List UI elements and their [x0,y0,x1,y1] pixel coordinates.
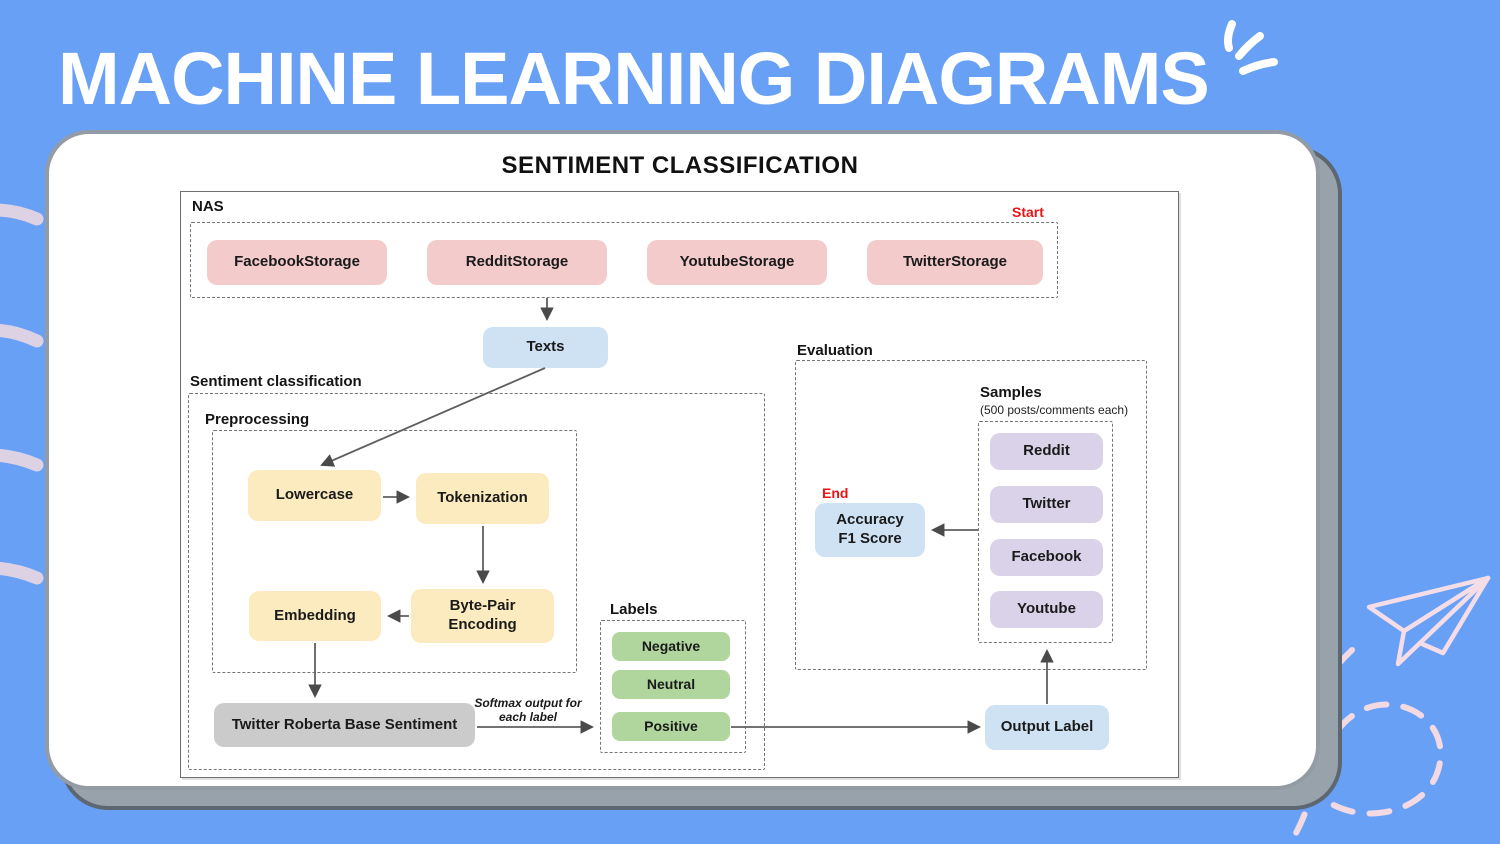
evaluation-group-box [795,360,1147,670]
start-flag: Start [1012,204,1044,220]
node-byte-pair-encoding: Byte-Pair Encoding [411,589,554,643]
node-texts: Texts [483,327,608,368]
node-twitter-storage: TwitterStorage [867,240,1043,285]
preprocessing-group-label: Preprocessing [205,411,310,428]
diagram-frame [180,191,1179,778]
sentiment-group-label: Sentiment classification [190,373,362,390]
node-tokenization: Tokenization [416,473,549,524]
softmax-note: Softmax output for each label [474,696,582,725]
samples-group-box [978,421,1113,643]
node-accuracy-f1: Accuracy F1 Score [815,503,925,557]
nas-group-box [190,222,1058,298]
left-arc-decorations [0,203,44,585]
paper-plane-icon [1366,575,1491,667]
sparkle-icon [1224,20,1278,75]
node-youtube-storage: YoutubeStorage [647,240,827,285]
samples-group-label: Samples [980,384,1042,401]
node-sample-youtube: Youtube [990,591,1103,628]
evaluation-group-label: Evaluation [797,342,873,359]
diagram-title: SENTIMENT CLASSIFICATION [501,152,859,179]
node-sample-reddit: Reddit [990,433,1103,470]
labels-group-box [600,620,746,753]
node-embedding: Embedding [249,591,381,641]
node-facebook-storage: FacebookStorage [207,240,387,285]
node-negative-label: Negative [612,632,730,661]
samples-group-sublabel: (500 posts/comments each) [980,403,1129,417]
page-title: MACHINE LEARNING DIAGRAMS [58,37,1210,120]
nas-group-label: NAS [192,198,224,215]
node-roberta-model: Twitter Roberta Base Sentiment [214,703,475,747]
node-reddit-storage: RedditStorage [427,240,607,285]
node-lowercase: Lowercase [248,470,381,521]
node-sample-facebook: Facebook [990,539,1103,576]
end-flag: End [822,485,849,501]
metric-line-2: F1 Score [838,530,902,547]
metric-line-1: Accuracy [836,511,904,529]
node-output-label: Output Label [985,705,1109,750]
node-sample-twitter: Twitter [990,486,1103,523]
labels-group-label: Labels [610,601,658,618]
node-neutral-label: Neutral [612,670,730,699]
node-positive-label: Positive [612,712,730,741]
